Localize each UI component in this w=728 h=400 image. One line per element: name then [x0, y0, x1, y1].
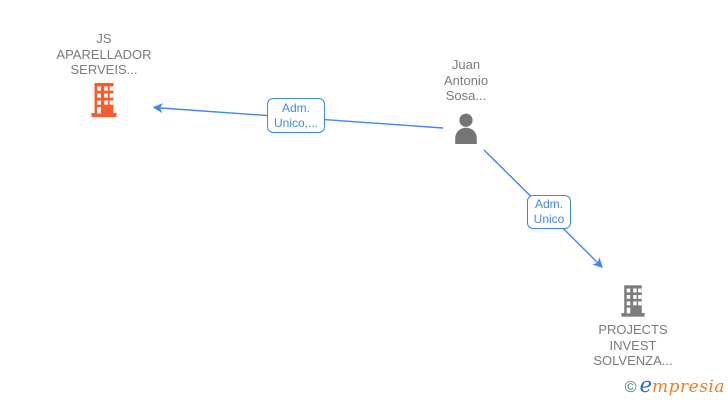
brand-rest: mpresia: [652, 377, 725, 397]
edge-label-line: Unico: [533, 212, 565, 226]
copyright-icon: ©: [624, 379, 637, 396]
node-label-line: JS: [96, 31, 112, 46]
person-icon[interactable]: [452, 113, 480, 144]
node-label-line: APARELLADOR: [56, 46, 152, 62]
building-icon[interactable]: [621, 285, 645, 317]
brand-initial: e: [639, 373, 652, 397]
node-label-line: SERVEIS...: [70, 62, 138, 77]
edge-label-adm-unico-js[interactable]: Adm. Unico,...: [267, 98, 325, 133]
node-label-juan-antonio-sosa[interactable]: Juan Antonio Sosa...: [396, 57, 536, 104]
node-label-line: Juan: [451, 57, 481, 72]
node-label-line: INVEST: [609, 337, 657, 353]
empresia-logo[interactable]: © empresia: [625, 373, 725, 397]
node-label-line: Antonio: [443, 72, 489, 88]
node-label-line: Sosa...: [445, 88, 487, 103]
edge-label-line: Unico,...: [273, 115, 318, 130]
building-icon[interactable]: [91, 83, 117, 117]
edge-label-line: Adm.: [281, 100, 310, 115]
edge-label-adm-unico-projects[interactable]: Adm. Unico: [527, 195, 571, 229]
brand-wordmark: empresia: [640, 373, 725, 397]
node-label-line: PROJECTS: [598, 322, 668, 337]
node-label-line: SOLVENZA...: [593, 353, 673, 368]
node-label-projects-invest[interactable]: PROJECTS INVEST SOLVENZA...: [553, 322, 713, 369]
edge-label-line: Adm.: [534, 197, 563, 211]
node-label-js-aparellador[interactable]: JS APARELLADOR SERVEIS...: [14, 31, 194, 78]
